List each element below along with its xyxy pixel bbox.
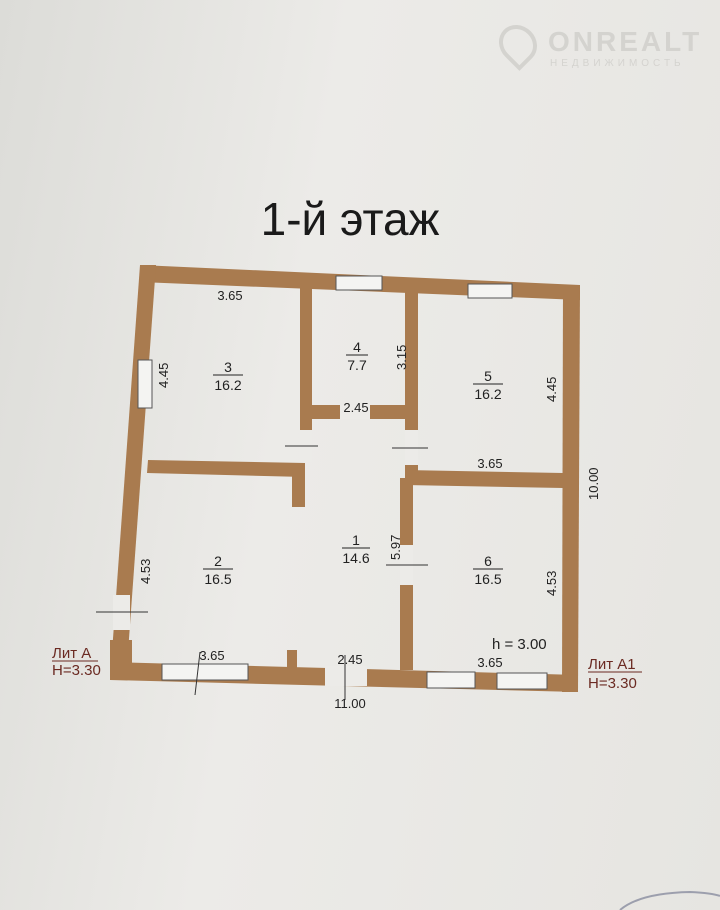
door [340,405,370,419]
ceiling-height: h = 3.00 [492,636,547,653]
dim-room6-height: 4.53 [544,571,559,596]
wall-right [562,285,580,692]
room-3-area: 16.2 [214,377,241,393]
walls [110,265,580,692]
room-6-area: 16.5 [474,571,501,587]
wall-stub-bottom [287,650,297,668]
wall-3-2 [147,460,305,477]
floor-title: 1-й этаж [260,193,440,245]
window [137,359,153,409]
watermark: ONREALT НЕДВИЖИМОСТЬ [491,17,710,74]
window [467,283,513,299]
dim-room3-height: 4.45 [156,363,171,388]
lit-a-height: H=3.30 [52,662,101,679]
room-1-number: 1 [352,532,360,548]
room-2-number: 2 [214,553,222,569]
lit-labels: Лит А H=3.30 Лит А1 H=3.30 [52,645,642,692]
dim-room3-width: 3.65 [217,288,242,303]
lit-a-name: Лит А [52,645,91,662]
dim-bottom-mid: 2.45 [337,652,362,667]
window [496,672,548,690]
dim-room4-width: 2.45 [343,400,368,415]
windows [137,275,548,690]
window [335,275,383,291]
dim-total-depth: 10.00 [586,467,601,500]
watermark-brand: ONREALT [548,26,703,57]
room-5-area: 16.2 [474,386,501,402]
room-3-number: 3 [224,359,232,375]
lit-a1-height: H=3.30 [588,675,637,692]
stamp [619,890,720,910]
dimension-ticks [96,445,428,700]
dim-bottom-right: 3.65 [477,655,502,670]
door-entrance [325,666,367,686]
dimensions: 3.65 4.45 3.15 2.45 4.45 3.65 5.97 4.53 … [138,288,601,711]
lit-a1-name: Лит А1 [588,656,636,673]
doors [113,405,418,686]
room-1-area: 14.6 [342,550,369,566]
dim-room2-height: 4.53 [138,559,153,584]
watermark-subtitle: НЕДВИЖИМОСТЬ [550,58,685,69]
wall-stub [292,475,305,507]
room-4-number: 4 [353,339,361,355]
room-labels: 1 14.6 2 16.5 3 16.2 4 7.7 5 16.2 6 16.5 [203,339,503,587]
dim-total-width: 11.00 [334,696,366,711]
dim-room4-height: 3.15 [394,345,409,370]
dim-room5-height: 4.45 [544,377,559,402]
wall-5-6 [405,470,563,488]
wall-corner [110,640,132,670]
room-4-area: 7.7 [347,357,367,373]
room-6-number: 6 [484,553,492,569]
room-5-number: 5 [484,368,492,384]
window [161,663,249,681]
dim-bottom-left: 3.65 [199,648,224,663]
dim-room5-width: 3.65 [477,456,502,471]
window [426,671,476,689]
room-2-area: 16.5 [204,571,231,587]
dim-room1-height: 5.97 [388,535,403,560]
